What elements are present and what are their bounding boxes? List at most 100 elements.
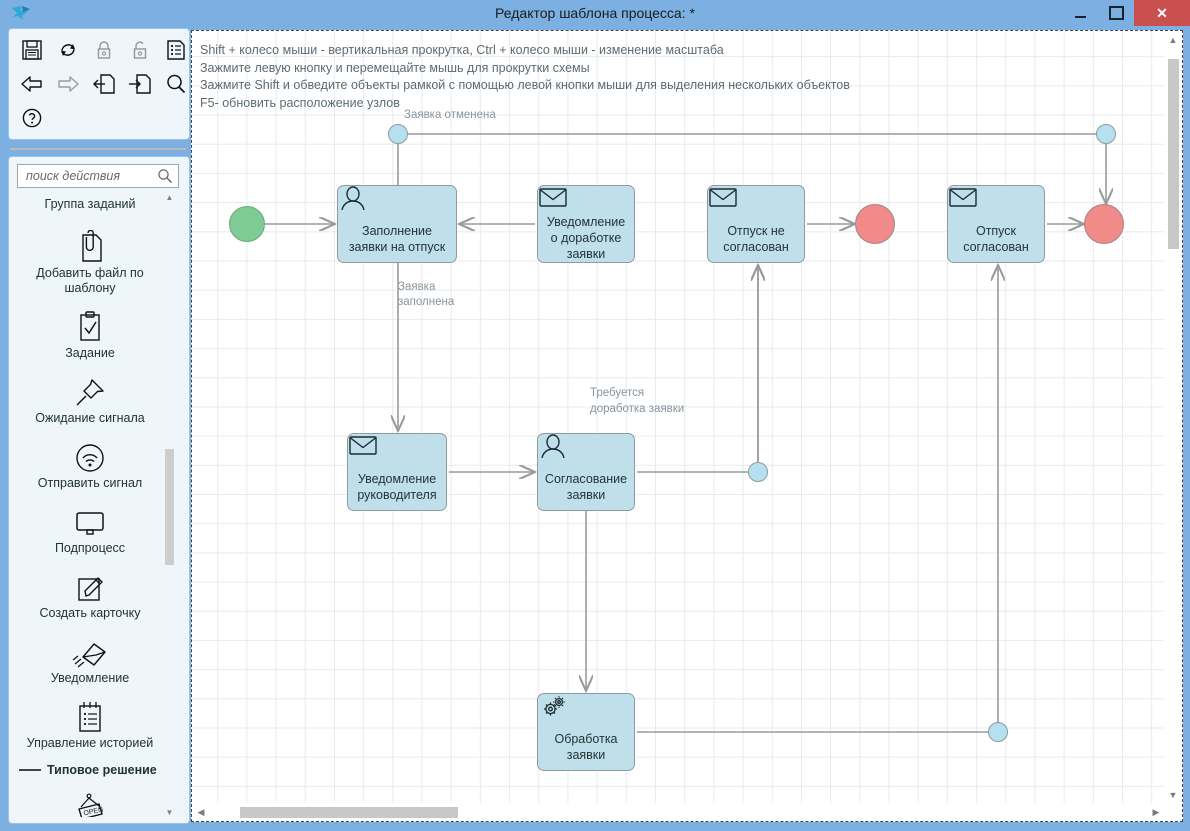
gateway-processing[interactable] [988,722,1008,742]
node-label: Заполнение заявки на отпуск [338,223,456,255]
lock-closed-icon[interactable] [90,36,117,63]
diagram-node-approval[interactable]: Согласование заявки [537,433,635,511]
end-event-2[interactable] [1084,204,1124,244]
actions-list[interactable]: Группа заданий Добавить файл по шаблону … [17,193,163,817]
palette-group-standard-solution: Типовое решение [17,759,163,785]
gateway-top-right[interactable] [1096,124,1116,144]
diagram-node-vacation-approved[interactable]: Отпуск согласован [947,185,1045,263]
refresh-icon[interactable] [54,36,81,63]
palette-item-label: Отправить сигнал [17,474,163,499]
minimize-button[interactable] [1062,0,1098,26]
scroll-down-arrow[interactable]: ▼ [1165,787,1181,803]
diagram-canvas[interactable]: Shift + колесо мыши - вертикальная прокр… [192,31,1164,803]
palette-scrollbar-thumb[interactable] [165,449,174,565]
scroll-left-arrow[interactable]: ◀ [193,804,209,820]
palette-item-task[interactable]: Задание [17,304,163,369]
palette-item-label: Подпроцесс [17,539,163,564]
import-file-icon[interactable] [126,70,153,97]
gateway-approval[interactable] [748,462,768,482]
palette-item-send-signal[interactable]: Отправить сигнал [17,434,163,499]
help-question-icon[interactable] [18,104,45,131]
diagram-edges [192,31,1164,803]
diagram-node-vacation-rejected[interactable]: Отпуск не согласован [707,185,805,263]
notepad-list-icon [17,694,163,734]
palette-item-label: Задание [17,344,163,369]
node-label: Согласование заявки [538,471,634,503]
diagram-node-fill-request[interactable]: Заполнение заявки на отпуск [337,185,457,263]
canvas-area[interactable]: Shift + колесо мыши - вертикальная прокр… [191,30,1183,822]
properties-list-icon[interactable] [162,36,189,63]
palette-item-label: Добавить файл по шаблону [17,264,163,304]
edge-label: Требуется [590,386,644,401]
palette-item-history[interactable]: Управление историей [17,694,163,759]
scroll-right-arrow[interactable]: ▶ [1148,804,1164,820]
palette-item-label: Уведомление [17,669,163,694]
palette-item-label: Группа заданий [17,195,163,220]
diagram-node-manager-notice[interactable]: Уведомление руководителя [347,433,447,511]
left-panel: Группа заданий Добавить файл по шаблону … [8,28,188,822]
diagram-node-processing[interactable]: Обработка заявки [537,693,635,771]
palette-item-label: Ожидание сигнала [17,409,163,434]
palette-item-label: Создать карточку [17,604,163,629]
edge-label: Заявка [398,280,435,295]
edge-label: заполнена [398,295,454,310]
palette-scroll-up-arrow[interactable]: ▲ [165,193,174,202]
node-label: Обработка заявки [538,731,634,763]
palette-scrollbar[interactable]: ▲ ▼ [164,193,175,817]
node-label: Уведомление руководителя [348,471,446,503]
window-controls: ✕ [1062,0,1190,26]
lock-open-icon[interactable] [126,36,153,63]
toolbox-row-2 [9,70,189,97]
palette-item-label: Типовое решение [47,763,157,777]
edge-label: Заявка отменена [404,108,496,123]
palette-group-header: Группа заданий [17,193,163,224]
window-title: Редактор шаблона процесса: * [0,0,1190,26]
palette-item-create-card[interactable]: Создать карточку [17,564,163,629]
vertical-scrollbar-thumb[interactable] [1168,59,1179,249]
edit-card-icon [17,564,163,604]
signal-wifi-icon [17,434,163,474]
save-icon[interactable] [18,36,45,63]
canvas-vertical-scrollbar[interactable]: ▲ ▼ [1165,32,1181,803]
zoom-search-icon[interactable] [162,70,189,97]
toolbox-row-3 [9,104,189,131]
close-button[interactable]: ✕ [1134,0,1190,26]
search-icon[interactable] [157,168,173,189]
scroll-up-arrow[interactable]: ▲ [1165,32,1181,48]
clipboard-check-icon [17,304,163,344]
divider-dash-icon [19,769,41,771]
panel-divider [10,148,186,150]
search-field-wrapper[interactable] [17,164,179,188]
node-label: Отпуск не согласован [708,223,804,255]
pin-icon [17,369,163,409]
svg-text:OPEN: OPEN [83,806,104,817]
export-file-icon[interactable] [90,70,117,97]
toolbox-row-1 [9,36,189,63]
arrow-back-icon[interactable] [18,70,45,97]
arrow-forward-icon[interactable] [54,70,81,97]
start-event[interactable] [229,206,265,242]
palette-item-state-change[interactable]: OPEN Смена состояния [17,785,163,817]
canvas-horizontal-scrollbar[interactable]: ◀ ▶ [193,804,1164,820]
attach-file-icon [17,224,163,264]
process-diagram: Заполнение заявки на отпуск Уведомление … [192,31,1164,803]
search-input[interactable] [24,168,156,184]
monitor-icon [17,499,163,539]
diagram-node-rework-notice[interactable]: Уведомление о доработке заявки [537,185,635,263]
palette-item-notification[interactable]: Уведомление [17,629,163,694]
send-envelope-icon [17,629,163,669]
toolbox [8,28,190,140]
horizontal-scrollbar-thumb[interactable] [240,807,458,818]
gateway-cancelled[interactable] [388,124,408,144]
maximize-button[interactable] [1098,0,1134,26]
palette-item-add-file[interactable]: Добавить файл по шаблону [17,224,163,304]
end-event-1[interactable] [855,204,895,244]
title-bar: Редактор шаблона процесса: * ✕ [0,0,1190,26]
node-label: Отпуск согласован [948,223,1044,255]
close-icon: ✕ [1156,6,1168,20]
actions-panel: Группа заданий Добавить файл по шаблону … [8,156,190,824]
palette-item-subprocess[interactable]: Подпроцесс [17,499,163,564]
palette-scroll-down-arrow[interactable]: ▼ [165,808,174,817]
palette-item-wait-signal[interactable]: Ожидание сигнала [17,369,163,434]
